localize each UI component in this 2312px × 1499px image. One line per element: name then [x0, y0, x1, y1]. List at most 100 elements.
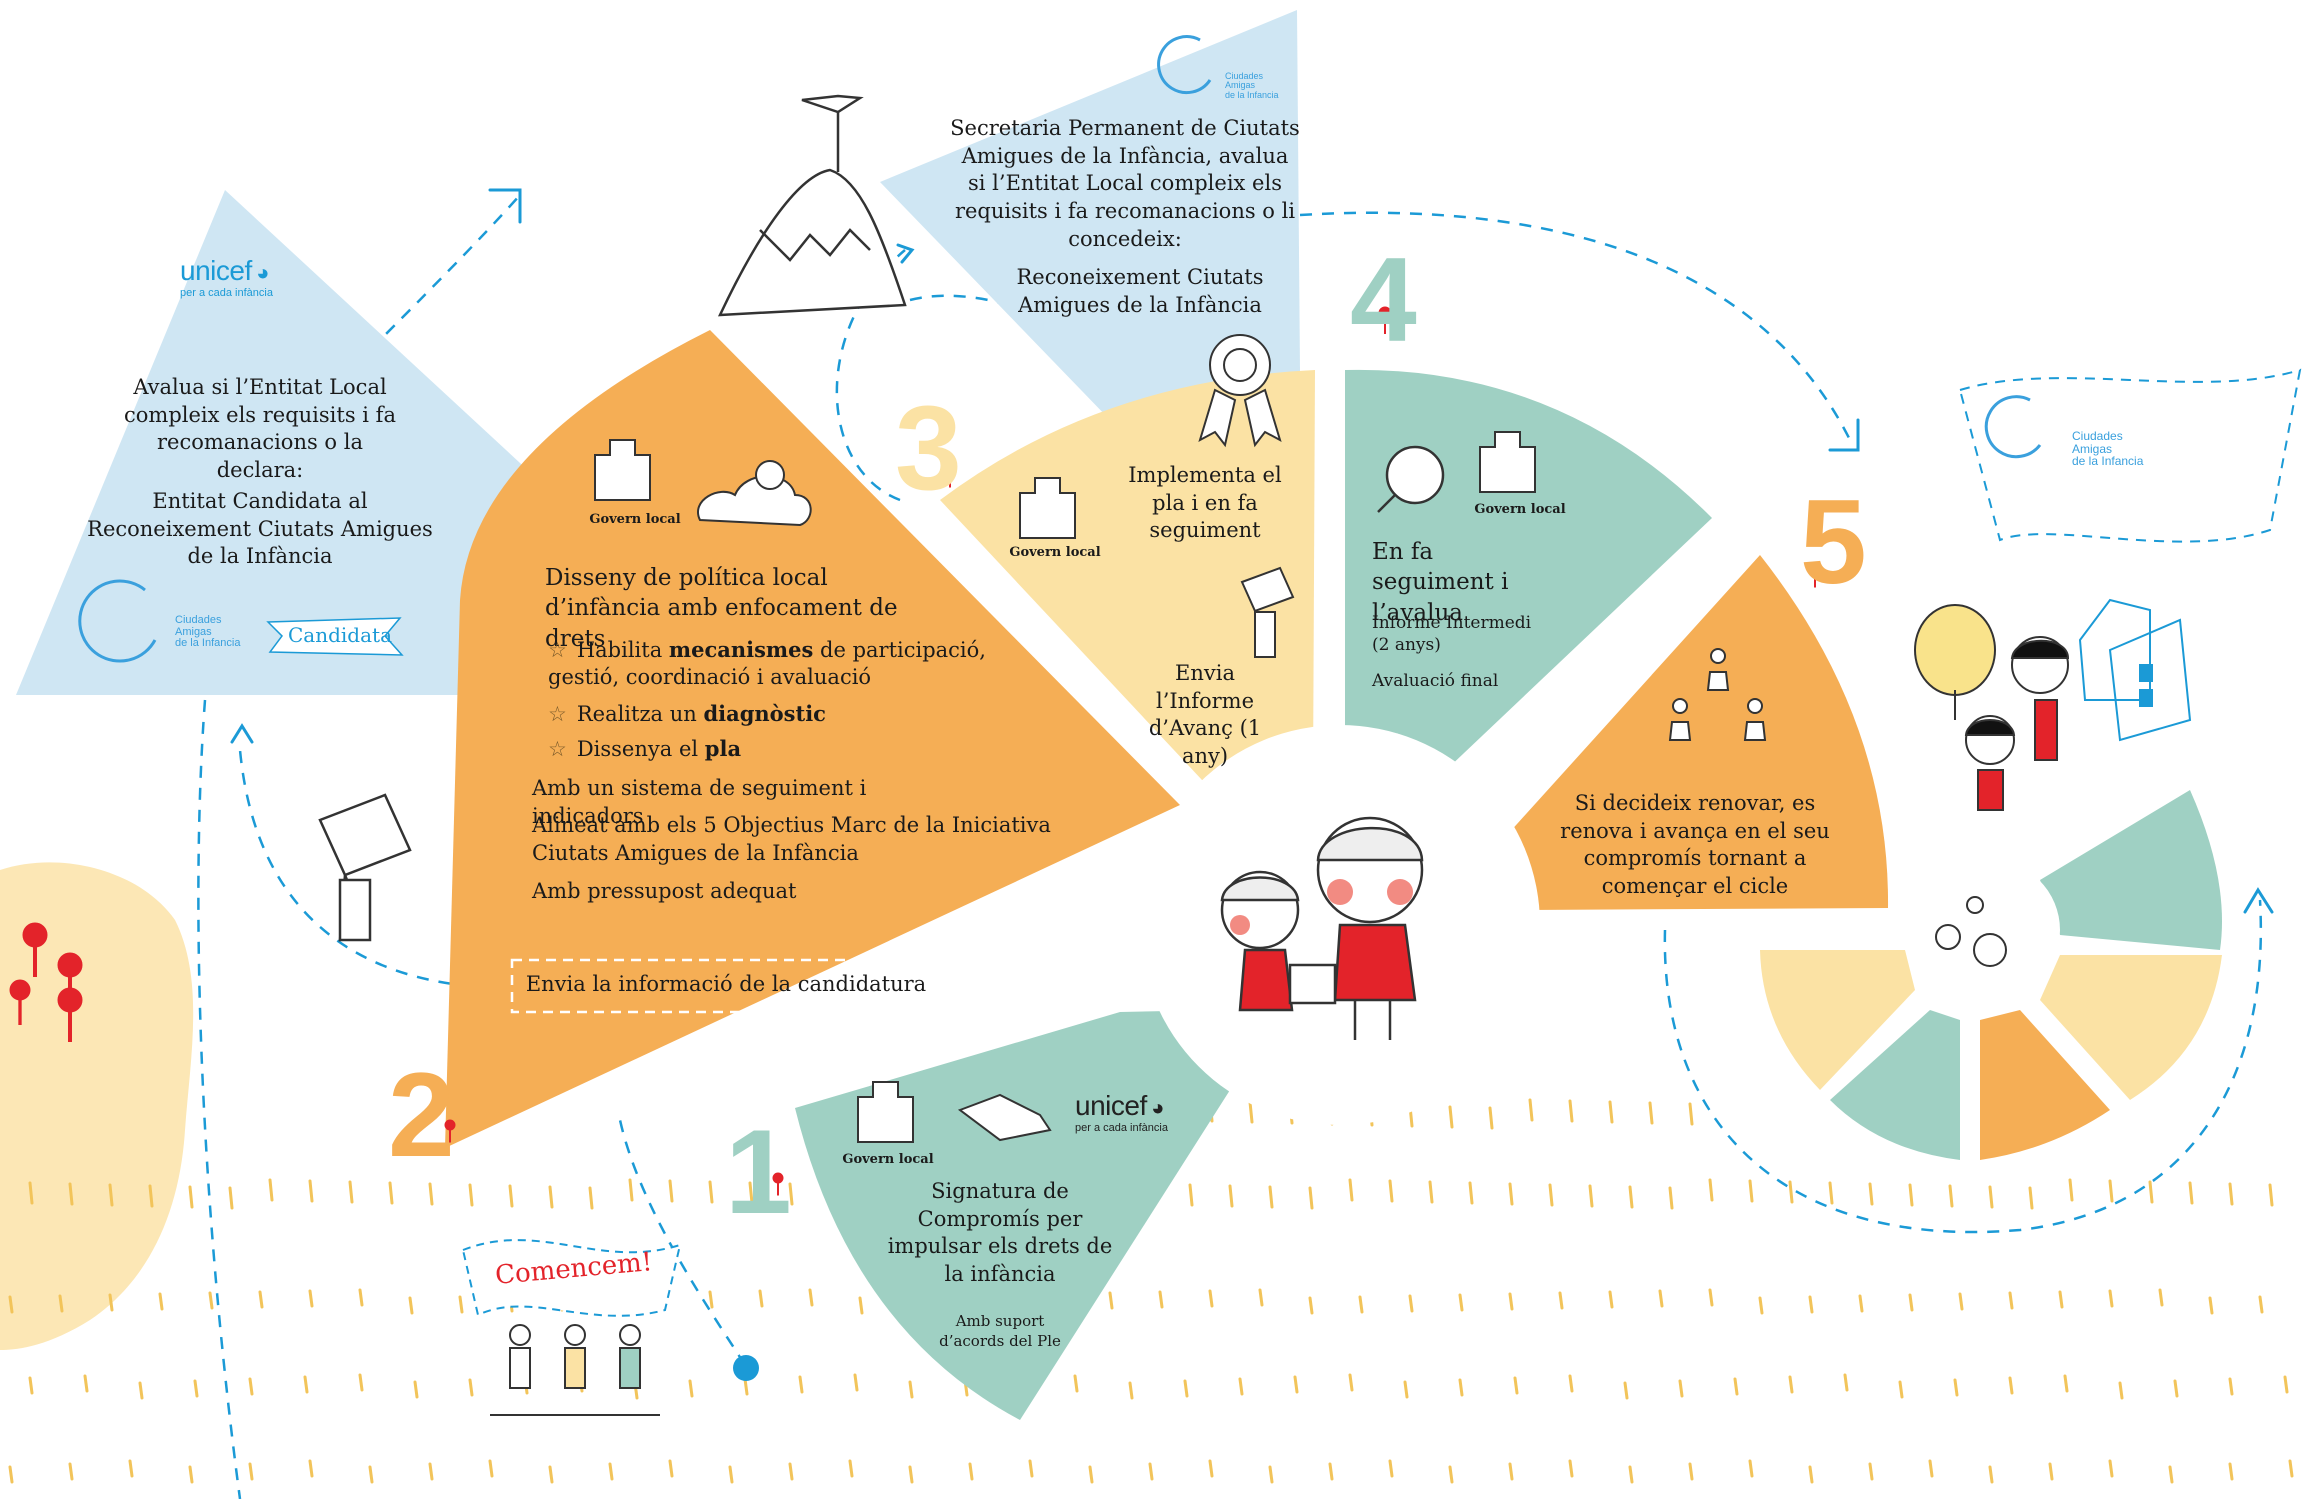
ground-dash [798, 1375, 804, 1394]
ground-dash [1448, 1465, 1454, 1484]
wheel-segment-3 [1980, 1010, 2110, 1160]
banner-flag-right [1958, 368, 2302, 543]
ground-dash [2148, 1180, 2154, 1204]
cak-line2: Amigas [1225, 80, 1256, 91]
ground-dash [548, 1465, 554, 1484]
children-illustration-right [1914, 604, 2070, 811]
step2-title: Disseny de política local d’infància amb… [545, 565, 898, 652]
step-number-4: 4 [1350, 233, 1417, 367]
medal-illustration [1198, 334, 1282, 448]
ground-dash [1928, 1459, 1934, 1478]
globe-icon: ◕ [256, 260, 270, 285]
ground-dash [28, 1376, 34, 1395]
flower-decor [9, 306, 1821, 1196]
ground-dash [1428, 1180, 1434, 1204]
govern-local-label-step4: Govern local [1474, 502, 1566, 517]
ground-dash [1293, 1375, 1299, 1394]
unicef-logo-candidate: unicef ◕ per a cada infància [180, 255, 273, 299]
step4-avaluacio: Avaluació final [1372, 671, 1499, 691]
ground-dash [1808, 1295, 1814, 1314]
step2-line-indicators: Amb un sistema de seguiment i indicadors [532, 776, 867, 828]
ground-dash [853, 1373, 859, 1392]
secretaria-panel-result: Reconeixement Ciutats Amigues de la Infà… [1016, 265, 1264, 317]
ground-dash [188, 1465, 194, 1484]
ground-dash [68, 1462, 74, 1481]
ground-dash [428, 1182, 434, 1206]
ground-dash [1148, 1462, 1154, 1481]
ground-dash [1868, 1182, 1874, 1206]
wheel-segment-1 [2040, 790, 2222, 950]
ground-dash [1953, 1378, 1959, 1397]
ground-dash [788, 1182, 794, 1206]
ground-dash [83, 1374, 89, 1393]
ground-dash [1248, 1100, 1254, 1124]
step2-item-mechanisms: ☆Habilita mecanismes de participació, ge… [548, 636, 988, 692]
ground-dash [308, 1289, 314, 1308]
ground-dash [1208, 1289, 1214, 1308]
ground-dash [708, 1290, 714, 1309]
mountain-illustration [717, 94, 907, 317]
unicef-logo-step1: unicef ◕ per a cada infància [1075, 1090, 1168, 1134]
ground-dash [1988, 1465, 1994, 1484]
ground-dash [8, 1295, 14, 1314]
ground-dash [108, 1183, 114, 1207]
ground-dash [548, 1185, 554, 1209]
unicef-tagline: per a cada infància [180, 287, 273, 299]
ground-dash [2118, 1381, 2124, 1400]
ground-dash [193, 1379, 199, 1398]
yellow-watercolor-blob [0, 862, 194, 1350]
ground-dash [1558, 1291, 1564, 1310]
ground-dash [1188, 1183, 1194, 1207]
cak-logo-marks [78, 35, 2042, 663]
arrow-secretaria-to-step5 [1299, 211, 1852, 441]
wheel-segment-4 [1830, 1010, 1960, 1160]
cycle-wheel [1760, 790, 2222, 1160]
children-illustration-center [1220, 816, 1424, 1040]
step1-title: Signatura de Compromís per impulsar els … [887, 1179, 1113, 1287]
ground-dash [1628, 1465, 1634, 1484]
ground-dash [1548, 1183, 1554, 1207]
ground-dash [128, 1459, 134, 1478]
cak-logo-right: Ciudades Amigas de la Infancia [2072, 430, 2143, 468]
ground-dash [258, 1290, 264, 1309]
ground-dash [608, 1462, 614, 1481]
ground-dash [68, 1182, 74, 1206]
ground-dash [728, 1465, 734, 1484]
step4-title: En fa seguiment i l’avalua [1372, 539, 1509, 626]
ground-dash [58, 1294, 64, 1313]
step3-wedge [940, 370, 1315, 780]
arrow-step2-to-candidate [238, 749, 561, 990]
ground-dash [1678, 1379, 1684, 1398]
ground-dash [1358, 1295, 1364, 1314]
ground-dash [2158, 1288, 2164, 1307]
unicef-wordmark: unicef [180, 255, 252, 286]
ground-dash [1458, 1293, 1464, 1312]
step2-item-plan: ☆Dissenya el pla [548, 735, 741, 763]
candidate-panel-bg [16, 190, 560, 695]
ground-dash [2068, 1178, 2074, 1202]
ground-dash [148, 1184, 154, 1208]
ground-dash [2208, 1296, 2214, 1315]
wheel-segment-2 [2040, 955, 2222, 1100]
ground-dash [1258, 1288, 1264, 1307]
handshake-icon [957, 1093, 1052, 1142]
ground-dash [2063, 1374, 2069, 1393]
ground-dash [1623, 1381, 1629, 1400]
cak-line1: Ciudades [175, 614, 222, 626]
ground-dash [308, 1179, 314, 1203]
unicef-wordmark: unicef [1075, 1090, 1147, 1121]
ground-dash [1228, 1184, 1234, 1208]
ground-dash [2188, 1181, 2194, 1205]
ground-dash [1788, 1180, 1794, 1204]
ground-dash [158, 1292, 164, 1311]
hand-envelope-illustration-step3 [1240, 566, 1295, 658]
ground-dash [2268, 1183, 2274, 1207]
ground-dash [1568, 1374, 1574, 1393]
ground-dash [1808, 1465, 1814, 1484]
ground-dash [908, 1380, 914, 1399]
ground-dash [1658, 1289, 1664, 1308]
ground-dash [748, 1181, 754, 1205]
ground-dash [1513, 1376, 1519, 1395]
step4-informe: Informe Intermedi (2 anys) [1372, 613, 1532, 656]
